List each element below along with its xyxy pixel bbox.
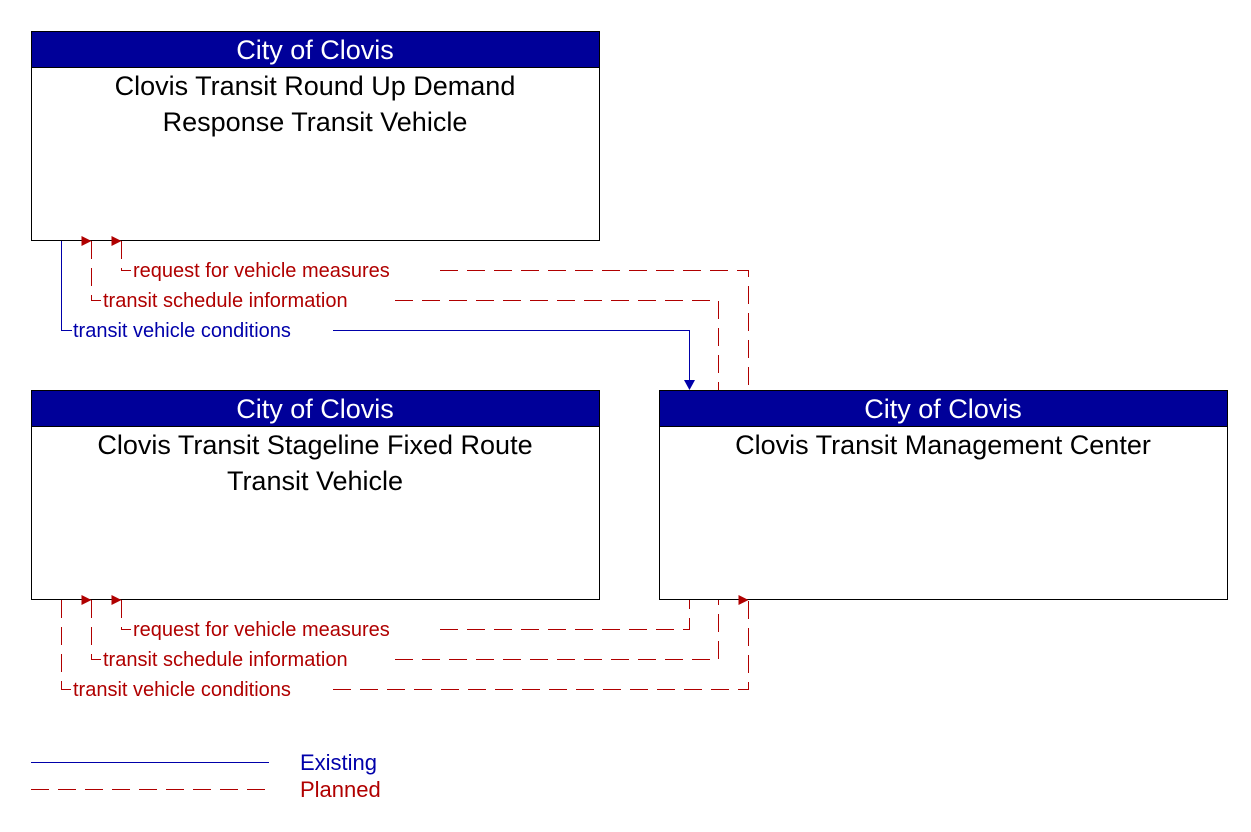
box-title-line: Clovis Transit Round Up Demand	[115, 71, 516, 101]
legend-planned-label: Planned	[300, 777, 381, 802]
box-title-line: Clovis Transit Management Center	[735, 430, 1151, 460]
flow-top-request[interactable]: request for vehicle measures	[111, 236, 749, 390]
legend: Existing Planned	[31, 750, 381, 802]
box-header	[659, 390, 1228, 427]
box-title-line: Clovis Transit Stageline Fixed Route	[97, 430, 532, 460]
flow-label: transit schedule information	[103, 290, 348, 312]
flow-label: request for vehicle measures	[133, 619, 390, 641]
arrow-icon	[684, 380, 695, 390]
box-owner: City of Clovis	[864, 394, 1022, 424]
box-header	[31, 31, 600, 68]
legend-existing-label: Existing	[300, 750, 377, 775]
box-header	[31, 390, 600, 427]
flow-label: transit vehicle conditions	[73, 320, 291, 342]
box-title-line: Response Transit Vehicle	[163, 107, 468, 137]
flow-label: request for vehicle measures	[133, 260, 390, 282]
box-round-up-vehicle[interactable]: City of Clovis Clovis Transit Round Up D…	[31, 31, 600, 241]
box-owner: City of Clovis	[236, 394, 394, 424]
flow-top-schedule[interactable]: transit schedule information	[81, 236, 719, 390]
flow-label: transit vehicle conditions	[73, 679, 291, 701]
box-owner: City of Clovis	[236, 35, 394, 65]
box-title-line: Transit Vehicle	[227, 466, 403, 496]
box-management-center[interactable]: City of Clovis Clovis Transit Management…	[659, 390, 1228, 600]
flow-bottom-request[interactable]: request for vehicle measures	[111, 595, 690, 641]
flow-label: transit schedule information	[103, 649, 348, 671]
flow-bottom-conditions[interactable]: transit vehicle conditions	[61, 595, 749, 701]
box-stageline-vehicle[interactable]: City of Clovis Clovis Transit Stageline …	[31, 390, 600, 600]
flow-top-conditions[interactable]: transit vehicle conditions	[61, 241, 696, 390]
flow-bottom-schedule[interactable]: transit schedule information	[81, 595, 719, 671]
